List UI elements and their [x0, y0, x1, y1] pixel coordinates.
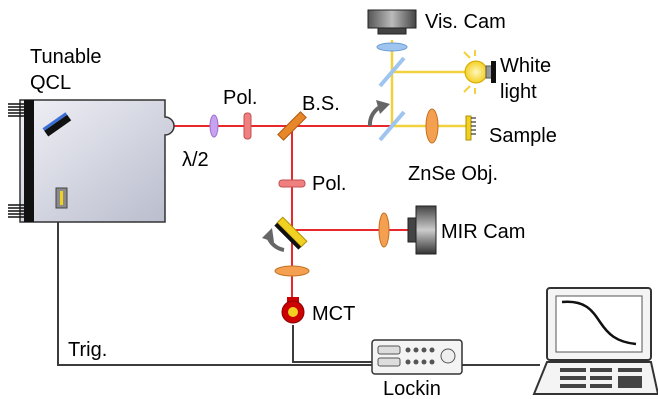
label-bs: B.S.: [302, 93, 340, 115]
mir-lens: [378, 212, 390, 248]
znse-objective: [425, 108, 439, 144]
flip-mirror: [274, 216, 308, 250]
label-qcl-line2: QCL: [30, 72, 71, 94]
label-qcl-line1: Tunable: [30, 46, 102, 68]
label-half-wave: λ/2: [182, 149, 209, 171]
label-znse: ZnSe Obj.: [408, 163, 498, 185]
signal-wires: [57, 218, 540, 366]
lockin-amplifier: [371, 339, 463, 375]
label-mct: MCT: [312, 303, 355, 325]
dichroic-mirror: [378, 110, 406, 142]
polarizer-top: [243, 112, 252, 140]
qcl-fins: [8, 103, 24, 218]
label-trig: Trig.: [68, 339, 107, 361]
visible-beamsplitter: [378, 56, 406, 88]
sample-holder: [471, 117, 476, 135]
label-white-line1: White: [500, 55, 551, 77]
label-pol-mid: Pol.: [312, 173, 346, 195]
mir-camera: [407, 205, 437, 255]
label-pol-top: Pol.: [223, 87, 257, 109]
label-mir-cam: MIR Cam: [441, 221, 525, 243]
trigger-wire: [57, 218, 372, 366]
visible-camera: [367, 9, 417, 35]
qcl-housing: [19, 99, 175, 223]
tunable-qcl: [8, 99, 175, 223]
sample-slide: [465, 115, 472, 141]
laptop-icon: [532, 287, 658, 395]
beamsplitter: [277, 111, 307, 141]
mct-detector: [281, 297, 305, 324]
label-vis-cam: Vis. Cam: [425, 11, 506, 33]
mct-wire: [292, 325, 372, 363]
tube-lens: [376, 42, 408, 52]
grating-icon: [42, 112, 72, 137]
mct-lens: [274, 265, 310, 277]
white-light-bulb-icon: [456, 50, 496, 94]
label-lockin: Lockin: [383, 378, 441, 399]
label-white-line2: light: [500, 81, 537, 103]
polarizer-mid: [278, 179, 306, 188]
half-wave-plate: [209, 114, 219, 138]
label-sample: Sample: [489, 125, 557, 147]
qcl-mount: [24, 100, 34, 222]
